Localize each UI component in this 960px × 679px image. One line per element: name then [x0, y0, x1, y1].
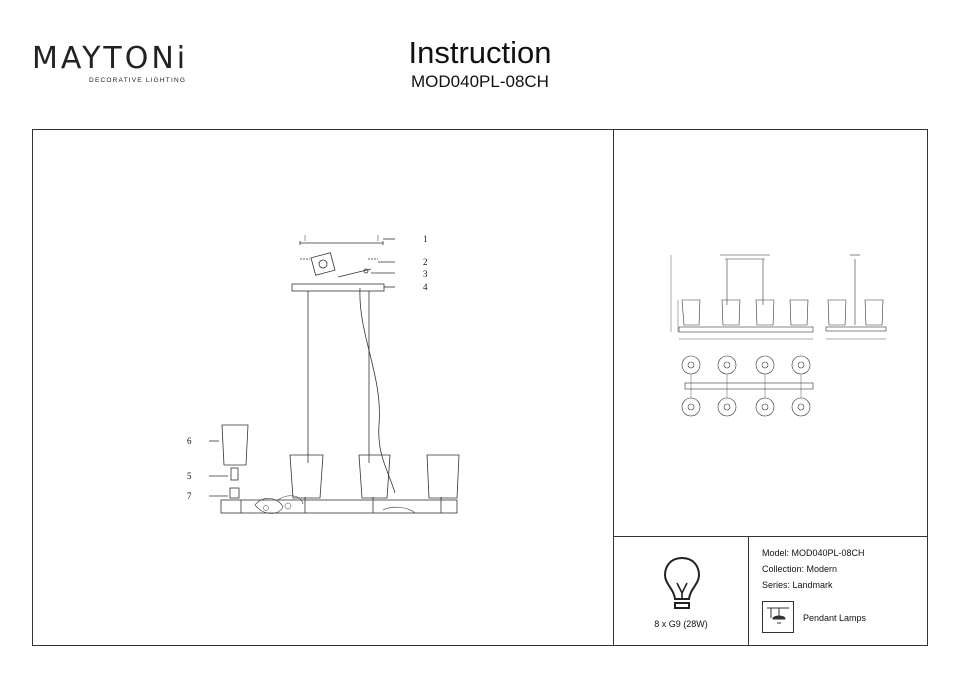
brand-logo: MAYTONi DECORATIVE LIGHTING — [32, 41, 189, 85]
drawing-frame — [32, 129, 928, 646]
frame-divider-horizontal — [613, 536, 928, 537]
model-code: MOD040PL-08CH — [411, 72, 549, 91]
info-type: Pendant Lamps — [803, 613, 867, 623]
info-series: Series: Landmark — [762, 580, 833, 590]
callout-3: 3 — [423, 269, 428, 279]
callout-5: 5 — [187, 471, 192, 481]
frame-divider-vertical — [613, 129, 614, 646]
callout-7: 7 — [187, 491, 192, 501]
dimension-views — [670, 254, 887, 417]
bulb-label: 8 x G9 (28W) — [654, 619, 708, 629]
bulb-cell: 8 x G9 (28W) — [614, 537, 748, 646]
pendant-lamp-icon — [762, 601, 794, 633]
callout-4: 4 — [423, 282, 428, 292]
callout-1: 1 — [423, 234, 428, 244]
product-info: Model: MOD040PL-08CH Collection: Modern … — [762, 549, 865, 597]
brand-name: MAYTONi — [32, 41, 189, 76]
assembly-drawing: 1 2 3 4 6 5 7 — [187, 234, 460, 514]
page-title: Instruction — [408, 35, 552, 70]
info-model: Model: MOD040PL-08CH — [762, 548, 865, 558]
info-collection: Collection: Modern — [762, 564, 838, 574]
info-divider-vertical — [748, 536, 749, 646]
brand-tagline: DECORATIVE LIGHTING — [89, 77, 187, 84]
bulb-icon — [663, 556, 701, 609]
callout-6: 6 — [187, 436, 192, 446]
callout-2: 2 — [423, 257, 428, 267]
